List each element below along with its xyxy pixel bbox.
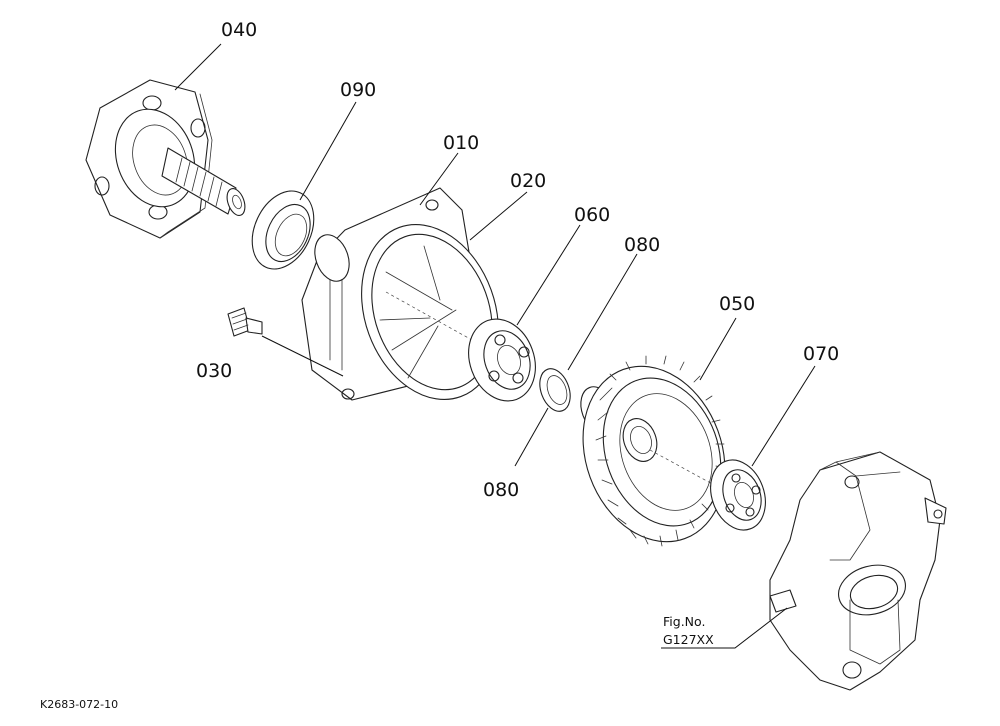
part-070-bearing [710, 459, 766, 531]
callout-080-bottom: 080 [483, 479, 519, 501]
callout-070: 070 [803, 343, 839, 365]
part-030-plug [227, 307, 263, 337]
callout-060: 060 [574, 204, 610, 226]
callout-090: 090 [340, 79, 376, 101]
drawing-number: K2683-072-10 [40, 698, 118, 711]
part-040-flange-shaft [85, 79, 246, 239]
part-080-shim [539, 368, 571, 412]
callout-010: 010 [443, 132, 479, 154]
callout-050: 050 [719, 293, 755, 315]
part-060-bearing [468, 318, 536, 402]
mating-gear-case [769, 451, 947, 691]
part-090-oil-seal [251, 190, 315, 270]
callout-080-top: 080 [624, 234, 660, 256]
part-010-housing [301, 187, 499, 401]
callout-030: 030 [196, 360, 232, 382]
figure-ref-line1: Fig.No. [663, 614, 705, 629]
leader-lines [174, 43, 816, 649]
figure-reference: Fig.No. G127XX [663, 614, 714, 647]
figure-ref-line2: G127XX [663, 632, 714, 647]
part-050-bevel-gear [580, 355, 761, 547]
callout-020: 020 [510, 170, 546, 192]
part-callouts: 040 090 010 020 060 080 050 070 030 080 [196, 19, 839, 501]
callout-040: 040 [221, 19, 257, 41]
